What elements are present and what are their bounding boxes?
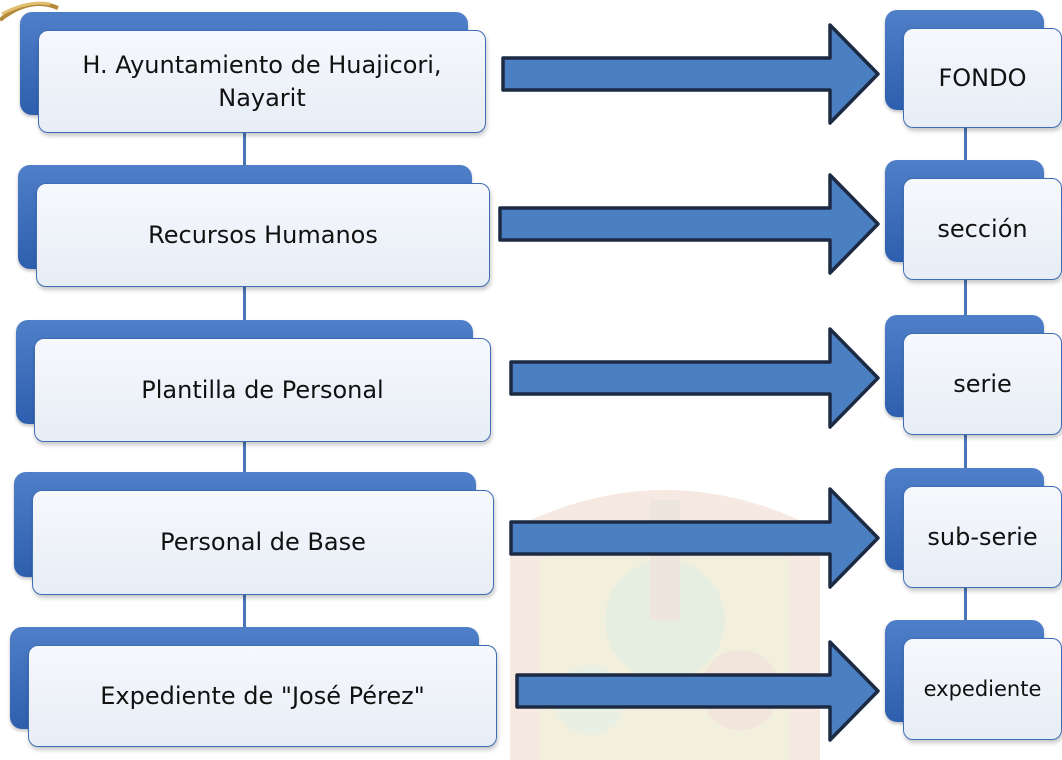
node-label: Expediente de "José Pérez" — [100, 681, 425, 710]
node-label: serie — [953, 369, 1012, 398]
node-label: sub-serie — [927, 522, 1038, 551]
node-card: serie — [903, 333, 1062, 435]
arrow-right-icon — [498, 173, 880, 275]
node-label: FONDO — [938, 63, 1027, 92]
node-card: H. Ayuntamiento de Huajicori, Nayarit — [38, 30, 486, 133]
node-card: Personal de Base — [32, 490, 494, 595]
left-node-subserie: Personal de Base — [14, 472, 494, 595]
node-label: Personal de Base — [160, 528, 366, 556]
left-node-expediente: Expediente de "José Pérez" — [10, 627, 497, 747]
right-node-expediente: expediente — [885, 620, 1062, 740]
node-card: sub-serie — [903, 486, 1062, 588]
arrow-right-icon — [509, 327, 880, 429]
node-card: FONDO — [903, 28, 1062, 128]
node-card: Expediente de "José Pérez" — [28, 645, 497, 747]
node-card: Recursos Humanos — [36, 183, 490, 287]
node-card: expediente — [903, 638, 1062, 740]
right-node-seccion: sección — [885, 160, 1062, 280]
left-node-serie: Plantilla de Personal — [16, 320, 491, 442]
arrow-right-icon — [501, 23, 880, 125]
arrow-right-icon — [509, 487, 880, 589]
left-node-fondo: H. Ayuntamiento de Huajicori, Nayarit — [20, 12, 486, 133]
node-label: Recursos Humanos — [148, 220, 378, 249]
node-label: Plantilla de Personal — [141, 375, 384, 404]
node-card: Plantilla de Personal — [34, 338, 491, 442]
node-label: H. Ayuntamiento de Huajicori, Nayarit — [82, 50, 442, 112]
right-node-subserie: sub-serie — [885, 468, 1062, 588]
seal-fragment-icon — [0, 1, 59, 22]
right-node-serie: serie — [885, 315, 1062, 435]
node-label: expediente — [923, 676, 1042, 701]
right-node-fondo: FONDO — [885, 10, 1062, 128]
left-node-seccion: Recursos Humanos — [18, 165, 490, 287]
node-label: sección — [937, 214, 1028, 243]
arrow-right-icon — [515, 640, 880, 742]
node-card: sección — [903, 178, 1062, 280]
